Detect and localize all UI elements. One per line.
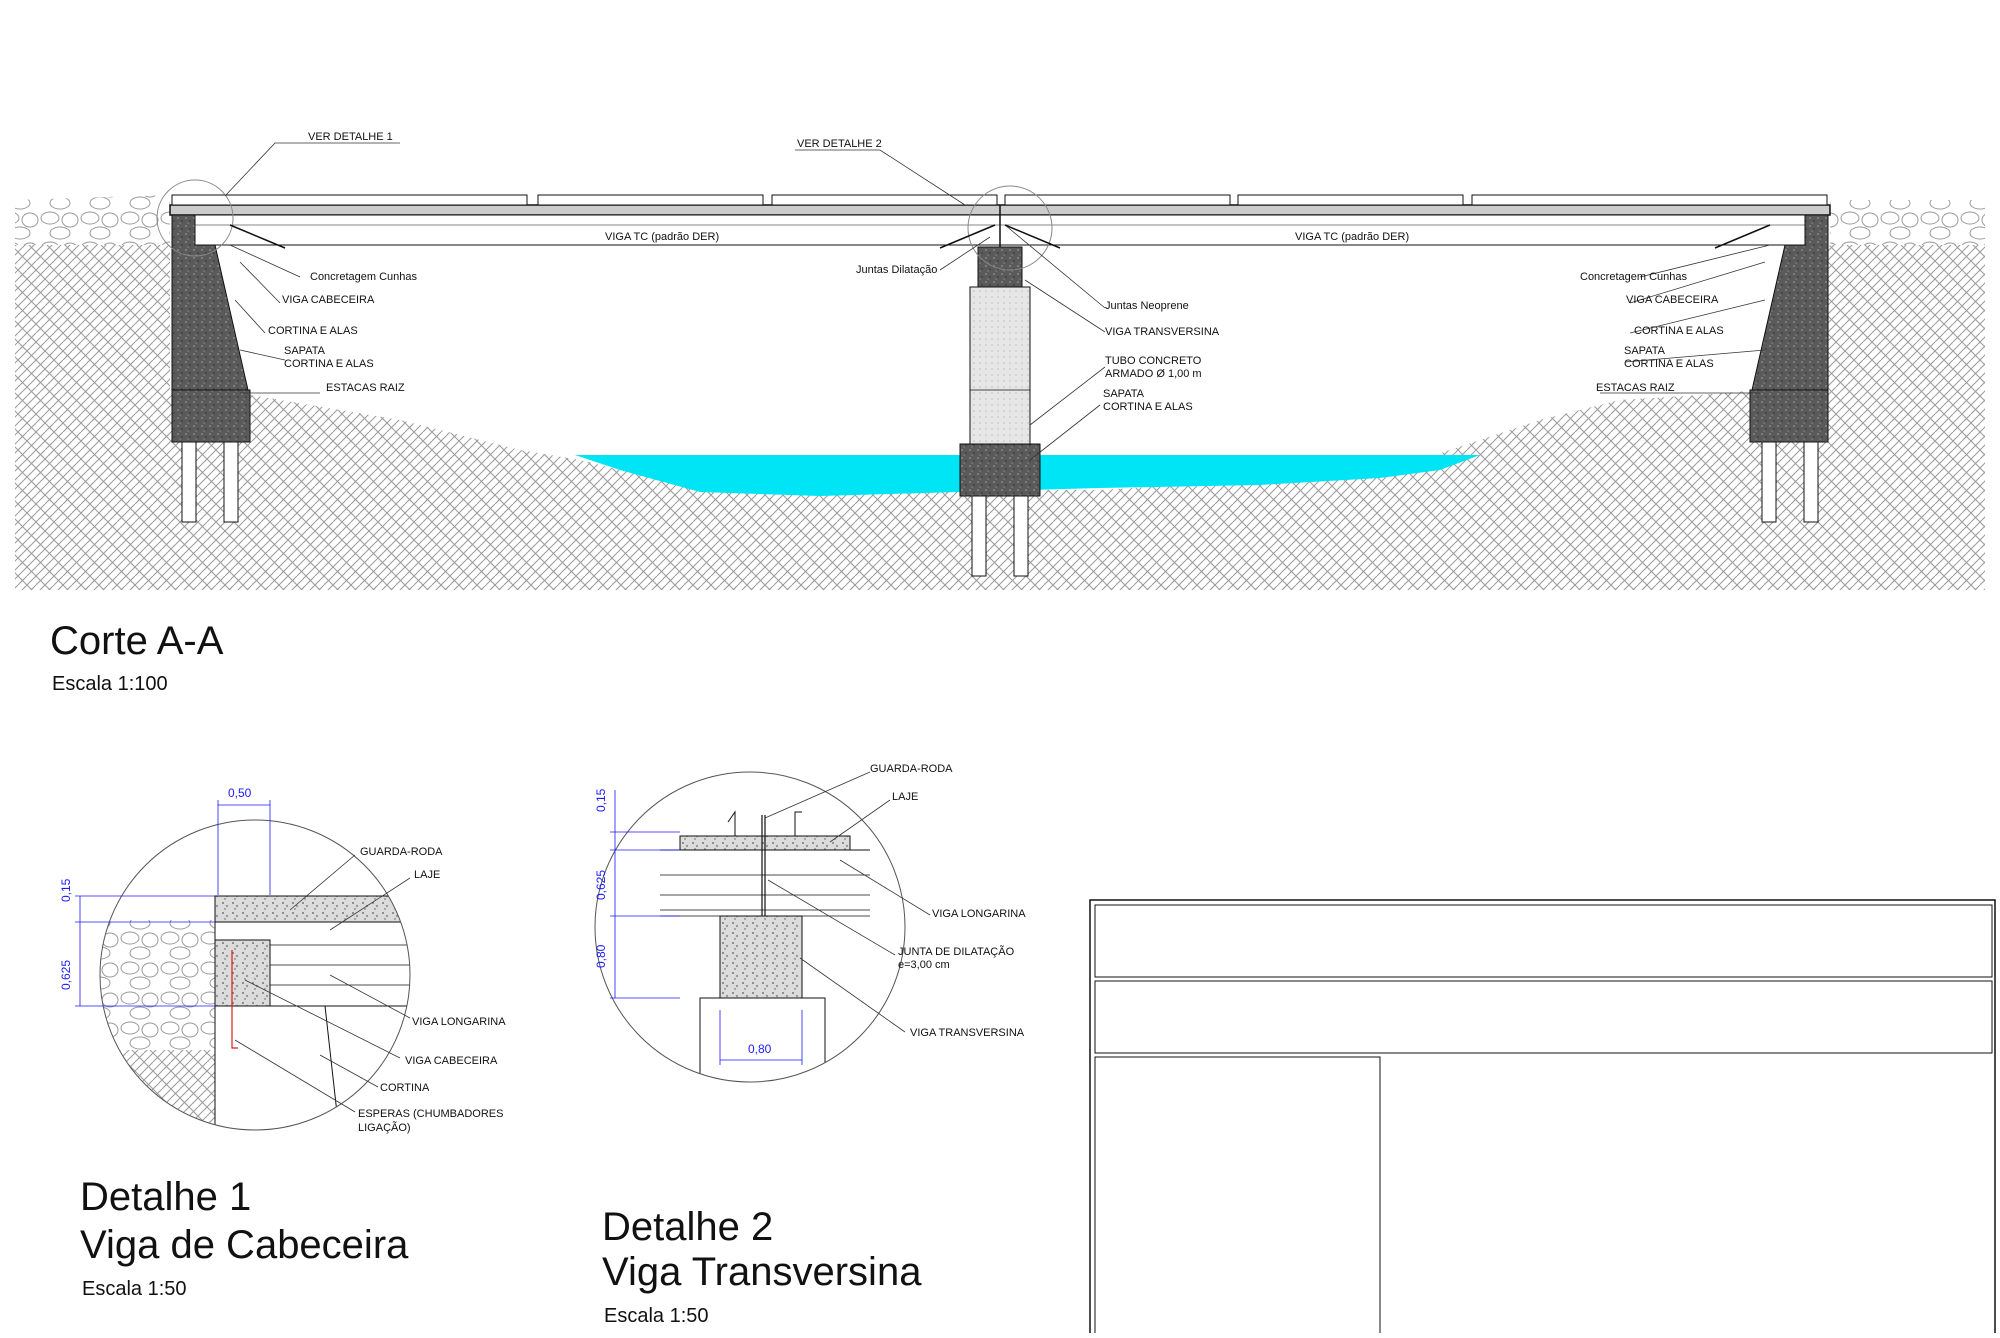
d2-label-junta-e: e=3,00 cm [898, 959, 950, 971]
pile-right-2 [1803, 441, 1819, 523]
d1-label-laje: LAJE [414, 869, 440, 881]
pier-tube [969, 286, 1031, 445]
d2-label-guarda-roda: GUARDA-RODA [870, 763, 953, 775]
viga-tc-right [999, 214, 1811, 246]
detail1-title-1: Detalhe 1 [80, 1175, 251, 1219]
pier-footing [959, 443, 1041, 497]
label-juntas-neoprene: Juntas Neoprene [1105, 300, 1189, 312]
pier-transversina [977, 246, 1023, 288]
label-ver-detalhe-1: VER DETALHE 1 [308, 131, 393, 143]
label-sapata-center: SAPATA [1103, 388, 1145, 400]
pile-left-1 [181, 441, 197, 523]
detail-2: 0,15 0,625 0,80 0,80 GUARDA-RODA LAJE VI… [594, 763, 1026, 1327]
label-viga-cabeceira-left: VIGA CABECEIRA [282, 294, 375, 306]
label-viga-cabeceira-right: VIGA CABECEIRA [1626, 294, 1719, 306]
detail2-callout-circle [967, 185, 1053, 271]
label-concretagem-left: Concretagem Cunhas [310, 271, 418, 283]
pile-center-1 [971, 495, 987, 577]
detail1-callout-circle [156, 179, 234, 257]
label-viga-tc-left: VIGA TC (padrão DER) [605, 231, 719, 243]
detail2-title-2: Viga Transversina [602, 1250, 922, 1294]
pile-right-1 [1761, 441, 1777, 523]
label-viga-transversina: VIGA TRANSVERSINA [1105, 326, 1220, 338]
d2-label-viga-transversina: VIGA TRANSVERSINA [910, 1027, 1025, 1039]
d2-dim-h3: 0,80 [594, 944, 608, 968]
label-cortina-left: CORTINA E ALAS [268, 325, 358, 337]
d2-dim-h2: 0,625 [594, 870, 608, 900]
label-armado: ARMADO Ø 1,00 m [1105, 368, 1202, 380]
label-tubo-concreto: TUBO CONCRETO [1105, 355, 1202, 367]
title-block [1089, 899, 1996, 1338]
d1-dim-h1: 0,15 [59, 878, 73, 902]
label-cortina-right: CORTINA E ALAS [1634, 325, 1724, 337]
d1-dim-h2: 0,625 [59, 960, 73, 990]
label-cortina2-right: CORTINA E ALAS [1624, 358, 1714, 370]
label-sapata-right: SAPATA [1624, 345, 1666, 357]
d1-label-viga-cabeceira: VIGA CABECEIRA [405, 1055, 498, 1067]
section-scale: Escala 1:100 [52, 673, 168, 695]
d2-label-laje: LAJE [892, 791, 918, 803]
label-sapata-left: SAPATA [284, 345, 326, 357]
ground-stones-left [15, 195, 170, 250]
label-viga-tc-right: VIGA TC (padrão DER) [1295, 231, 1409, 243]
ground-hatch [15, 245, 1985, 590]
d2-label-viga-longarina: VIGA LONGARINA [932, 908, 1026, 920]
ground-stones-right [1830, 200, 1985, 250]
d1-label-cortina: CORTINA [380, 1082, 430, 1094]
detail-1: 0,50 0,15 0,625 GUARDA-RODA LAJE VIGA LO… [59, 786, 506, 1300]
detail1-circle [99, 819, 411, 1131]
label-juntas-dilatacao: Juntas Dilatação [856, 264, 937, 276]
d1-label-guarda-roda: GUARDA-RODA [360, 846, 443, 858]
detail1-title-2: Viga de Cabeceira [80, 1223, 409, 1267]
d1-label-viga-longarina: VIGA LONGARINA [412, 1016, 506, 1028]
label-cortina2-left: CORTINA E ALAS [284, 358, 374, 370]
pile-center-2 [1013, 495, 1029, 577]
detail2-title-1: Detalhe 2 [602, 1205, 773, 1249]
pile-left-2 [223, 441, 239, 523]
detail2-scale: Escala 1:50 [604, 1305, 709, 1327]
d2-dim-width: 0,80 [748, 1042, 772, 1056]
d1-dim-width: 0,50 [228, 786, 252, 800]
label-estacas-left: ESTACAS RAIZ [326, 382, 405, 394]
label-cortina-center: CORTINA E ALAS [1103, 401, 1193, 413]
d1-label-ligacao: LIGAÇÃO) [358, 1121, 411, 1134]
guard-rail [171, 194, 1828, 206]
viga-tc-left [189, 214, 1001, 246]
section-a-a: VER DETALHE 1 VER DETALHE 2 VIGA TC (pad… [15, 131, 1985, 695]
detail2-circle [594, 771, 906, 1083]
label-ver-detalhe-2: VER DETALHE 2 [797, 138, 882, 150]
label-concretagem-right: Concretagem Cunhas [1580, 271, 1688, 283]
d2-dim-h1: 0,15 [594, 788, 608, 812]
d2-label-junta: JUNTA DE DILATAÇÃO [898, 945, 1015, 958]
detail1-scale: Escala 1:50 [82, 1278, 187, 1300]
label-estacas-right: ESTACAS RAIZ [1596, 382, 1675, 394]
section-title: Corte A-A [50, 619, 224, 663]
d1-label-esperas: ESPERAS (CHUMBADORES [358, 1108, 503, 1120]
